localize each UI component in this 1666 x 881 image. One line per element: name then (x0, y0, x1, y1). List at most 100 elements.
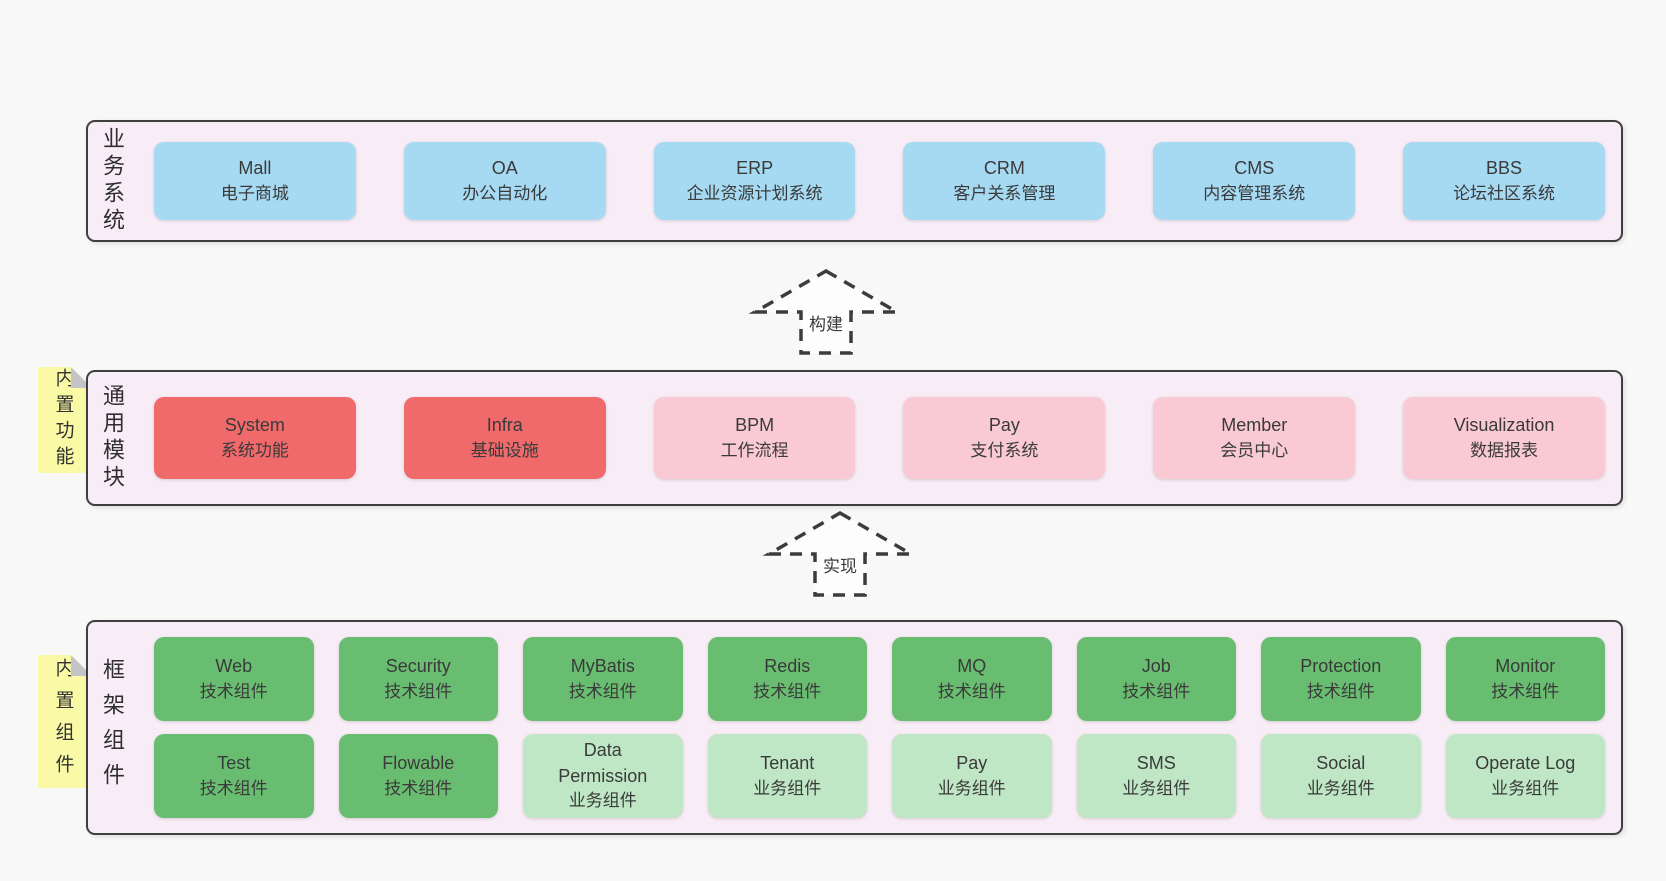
box-title: OA (491, 158, 518, 179)
box-infra: Infra 基础设施 (403, 397, 606, 479)
box-subtitle: 业务组件 (1306, 778, 1375, 798)
build-arrow: 构建 (748, 268, 904, 355)
box-tenant: Tenant 业务组件 (707, 734, 867, 818)
box-subtitle: 内容管理系统 (1203, 183, 1306, 203)
box-title: Data Permission (558, 740, 648, 786)
box-system: System 系统功能 (154, 397, 356, 479)
box-subtitle: 客户关系管理 (953, 183, 1056, 203)
box-subtitle: 技术组件 (568, 681, 637, 701)
box-crm: CRM 客户关系管理 (903, 142, 1106, 220)
box-mq: MQ 技术组件 (892, 637, 1052, 721)
box-redis: Redis 技术组件 (707, 637, 867, 721)
panel-business-systems: 业务系统 Mall 电子商城 OA 办公自动化 ERP 企业资源计划系统 CRM 客户关系管理… (86, 120, 1623, 242)
build-arrow-label: 构建 (809, 315, 843, 334)
box-title: BBS (1486, 158, 1523, 179)
box-title: Flowable (382, 753, 455, 774)
box-title: Redis (764, 656, 811, 677)
panel-rows: Mall 电子商城 OA 办公自动化 ERP 企业资源计划系统 CRM 客户关系管理 CMS 内容… (154, 142, 1605, 220)
box-sms: SMS 业务组件 (1076, 734, 1236, 818)
box-title: Pay (988, 415, 1020, 436)
box-subtitle: 工作流程 (720, 440, 789, 460)
box-title: Social (1316, 753, 1366, 774)
sticky-built-in-components: 内置组件 (38, 655, 92, 788)
box-subtitle: 电子商城 (220, 183, 289, 203)
box-mybatis: MyBatis 技术组件 (523, 637, 683, 721)
up-arrow-icon (748, 268, 904, 355)
box-subtitle: 数据报表 (1470, 440, 1539, 460)
box-subtitle: 业务组件 (1491, 778, 1560, 798)
box-subtitle: 支付系统 (970, 440, 1039, 460)
box-subtitle: 技术组件 (384, 681, 453, 701)
box-subtitle: 技术组件 (1122, 681, 1191, 701)
box-subtitle: 论坛社区系统 (1453, 183, 1556, 203)
panel-common-modules-label: 通用模块 (100, 384, 125, 492)
implement-arrow: 实现 (762, 510, 918, 597)
box-row: Mall 电子商城 OA 办公自动化 ERP 企业资源计划系统 CRM 客户关系管理 CMS 内容… (154, 142, 1605, 220)
box-pay: Pay 支付系统 (903, 397, 1106, 479)
box-title: Job (1141, 656, 1171, 677)
sticky-built-in-features: 内置功能 (38, 367, 92, 473)
box-cms: CMS 内容管理系统 (1153, 142, 1356, 220)
box-flowable: Flowable 技术组件 (338, 734, 498, 818)
box-subtitle: 技术组件 (199, 778, 268, 798)
sticky-built-in-components-label: 内置组件 (52, 657, 74, 786)
box-title: Member (1221, 415, 1288, 436)
box-subtitle: 技术组件 (1306, 681, 1375, 701)
box-subtitle: 技术组件 (937, 681, 1006, 701)
panel-business-systems-label: 业务系统 (100, 127, 125, 235)
box-subtitle: 业务组件 (568, 791, 637, 811)
box-data-permission: Data Permission 业务组件 (523, 734, 683, 818)
box-subtitle: 系统功能 (220, 440, 289, 460)
box-title: MQ (957, 656, 987, 677)
box-subtitle: 技术组件 (199, 681, 268, 701)
box-subtitle: 业务组件 (937, 778, 1006, 798)
box-title: Pay (956, 753, 988, 774)
box-protection: Protection 技术组件 (1261, 637, 1421, 721)
box-title: ERP (736, 158, 774, 179)
box-job: Job 技术组件 (1076, 637, 1236, 721)
box-title: SMS (1136, 753, 1176, 774)
sticky-built-in-features-label: 内置功能 (52, 368, 74, 472)
box-subtitle: 技术组件 (753, 681, 822, 701)
box-title: Protection (1300, 656, 1382, 677)
box-test: Test 技术组件 (154, 734, 314, 818)
box-title: Visualization (1453, 415, 1555, 436)
box-security: Security 技术组件 (338, 637, 498, 721)
panel-common-modules: 通用模块 System 系统功能 Infra 基础设施 BPM 工作流程 Pay 支付系统 Me… (86, 370, 1623, 506)
box-subtitle: 业务组件 (753, 778, 822, 798)
box-title: Operate Log (1475, 753, 1576, 774)
box-title: Monitor (1495, 656, 1556, 677)
box-title: System (224, 415, 285, 436)
box-operate-log: Operate Log 业务组件 (1445, 734, 1605, 818)
box-bpm: BPM 工作流程 (653, 397, 856, 479)
box-subtitle: 办公自动化 (462, 183, 548, 203)
box-title: Security (385, 656, 451, 677)
box-oa: OA 办公自动化 (403, 142, 606, 220)
box-erp: ERP 企业资源计划系统 (653, 142, 856, 220)
box-subtitle: 企业资源计划系统 (686, 183, 823, 203)
box-subtitle: 基础设施 (470, 440, 539, 460)
box-title: BPM (735, 415, 775, 436)
box-subtitle: 技术组件 (1491, 681, 1560, 701)
box-visualization: Visualization 数据报表 (1403, 397, 1605, 479)
box-title: MyBatis (570, 656, 635, 677)
box-title: Infra (486, 415, 523, 436)
box-title: Tenant (760, 753, 815, 774)
box-bbs: BBS 论坛社区系统 (1403, 142, 1605, 220)
box-title: Test (217, 753, 251, 774)
panel-framework-components-label: 框架组件 (100, 657, 125, 798)
box-title: CMS (1234, 158, 1275, 179)
box-social: Social 业务组件 (1261, 734, 1421, 818)
box-subtitle: 技术组件 (384, 778, 453, 798)
box-title: Mall (238, 158, 272, 179)
box-title: CRM (983, 158, 1025, 179)
box-subtitle: 业务组件 (1122, 778, 1191, 798)
box-monitor: Monitor 技术组件 (1445, 637, 1605, 721)
